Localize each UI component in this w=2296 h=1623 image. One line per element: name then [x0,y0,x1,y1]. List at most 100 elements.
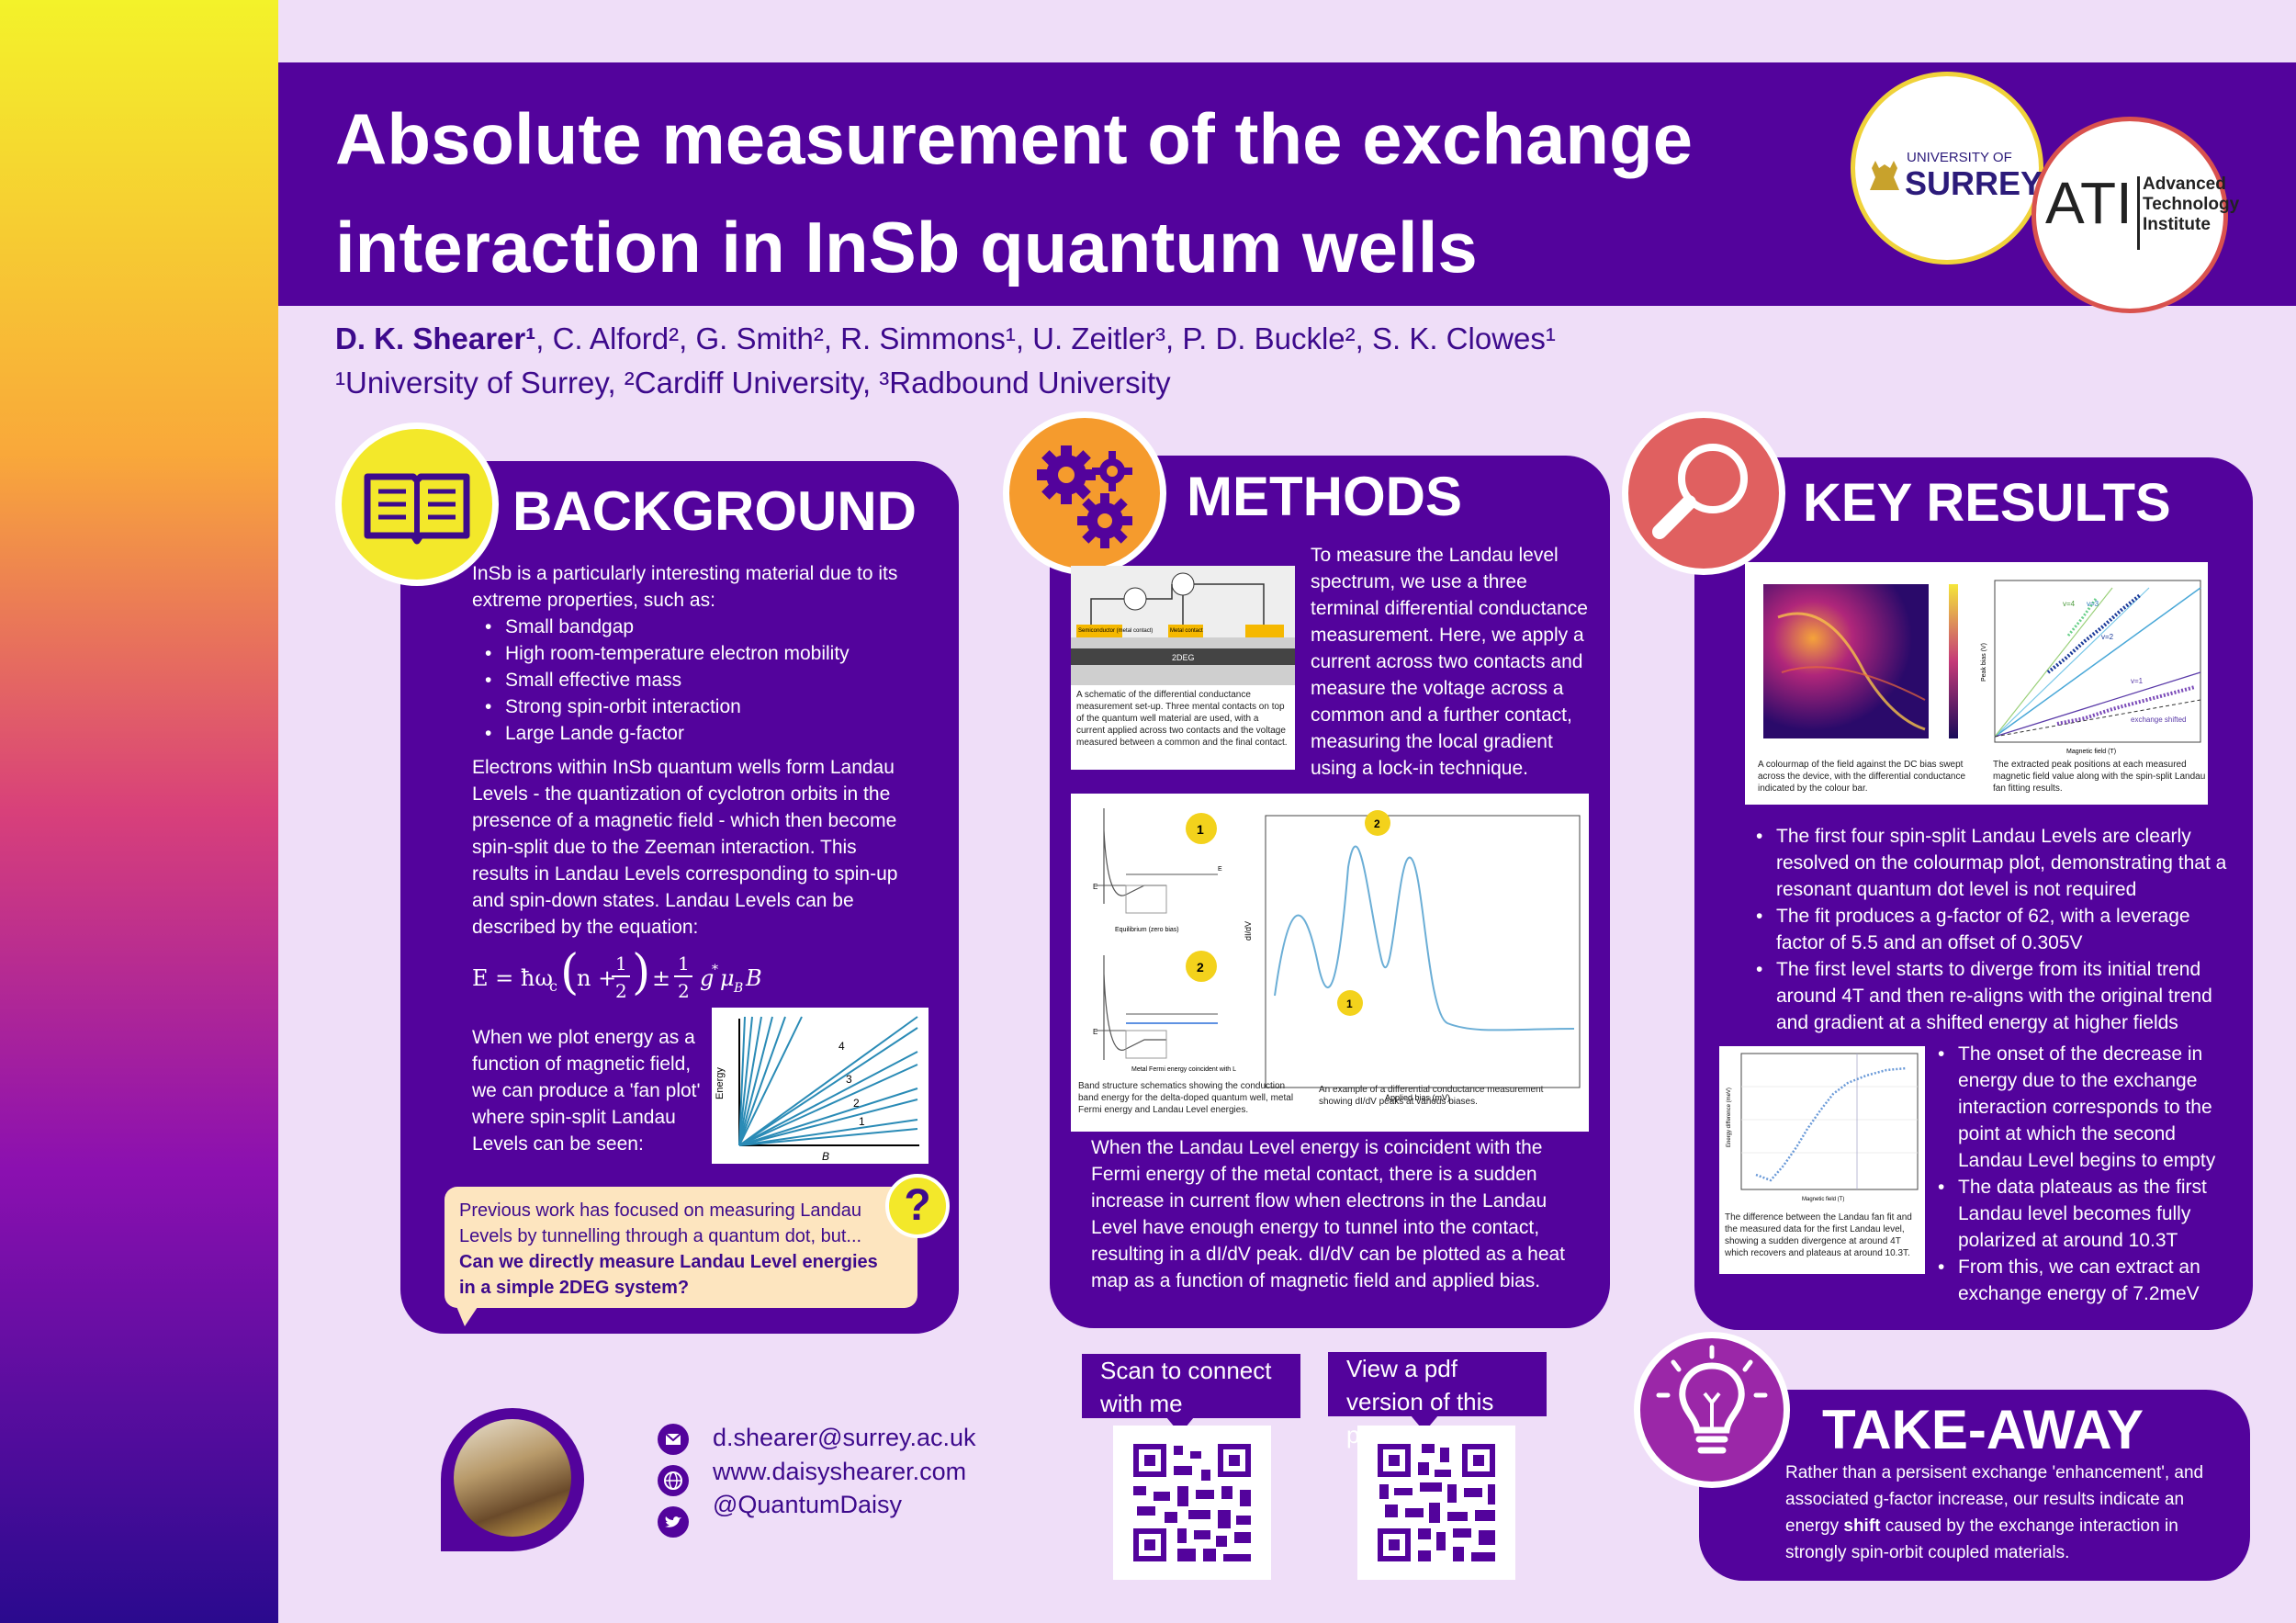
email-icon [658,1424,689,1455]
magnifier-icon [1622,411,1785,575]
lightbulb-icon [1634,1332,1790,1488]
svg-text:2DEG: 2DEG [1172,653,1195,662]
svg-text:±: ± [652,965,670,991]
question-callout: Previous work has focused on measuring L… [445,1187,917,1308]
difference-plot-figure: Energy difference (meV) Magnetic field (… [1719,1046,1925,1274]
qr-pdf-label: View a pdf version of this poster [1328,1352,1547,1448]
gears-icon [1003,411,1166,575]
svg-text:g: g [700,965,714,991]
qr-code-pdf[interactable] [1357,1426,1515,1580]
list-item: Small bandgap [485,614,913,640]
svg-text:n +: n + [577,965,616,991]
svg-text:v=4: v=4 [2063,600,2076,608]
question-icon: ? [885,1174,950,1238]
svg-text:1: 1 [615,952,627,975]
svg-text:E: E [1093,883,1097,891]
svg-text:dI/dV: dI/dV [1244,921,1253,941]
website-link[interactable]: www.daisyshearer.com [713,1458,967,1485]
results-bullets-2: The onset of the decrease in energy due … [1925,1041,2237,1307]
svg-text:E = ħω: E = ħω [472,965,553,991]
surrey-logo: UNIVERSITY OF SURREY [1851,72,2043,265]
svg-text:B: B [745,965,762,991]
fan-label: 1 [859,1115,865,1128]
svg-text:Magnetic field (T): Magnetic field (T) [1802,1197,1844,1202]
side-gradient-bar [0,0,278,1623]
svg-text:Energy difference (meV): Energy difference (meV) [1727,1088,1732,1147]
svg-text:2: 2 [678,980,690,1002]
svg-text:Metal Fermi energy coincident: Metal Fermi energy coincident with L [1131,1066,1236,1073]
svg-text:Metal contact: Metal contact [1170,628,1203,634]
fan-plot-text: When we plot energy as a function of mag… [472,1027,701,1155]
svg-text:E: E [1218,866,1222,873]
svg-text:1: 1 [678,952,690,975]
takeaway-heading: TAKE-AWAY [1822,1399,2144,1460]
authors-line: D. K. Shearer¹, C. Alford², G. Smith², R… [335,321,1556,355]
methods-heading: METHODS [1187,466,1462,527]
svg-text:*: * [712,963,718,977]
fan-plot-figure: 4 3 2 1 Energy B [712,1008,929,1164]
svg-text:2: 2 [1197,960,1204,975]
svg-text:Peak bias (V): Peak bias (V) [1981,643,1987,682]
book-icon [335,423,499,586]
methods-text-2: When the Landau Level energy is coincide… [1091,1137,1566,1291]
background-heading: BACKGROUND [512,480,917,542]
list-item: The fit produces a g-factor of 62, with … [1756,903,2230,956]
background-text: InSb is a particularly interesting mater… [472,560,913,941]
fan-label: 2 [853,1097,860,1110]
svg-text:(: ( [560,946,579,1000]
methods-text-1: To measure the Landau level spectrum, we… [1311,545,1588,779]
label-pointer [1411,1415,1438,1432]
svg-text:2: 2 [1374,817,1380,830]
svg-text:B: B [733,981,743,996]
fan-label: 4 [838,1040,845,1053]
list-item: The first four spin-split Landau Levels … [1756,823,2230,903]
svg-text:1: 1 [1346,997,1353,1010]
svg-text:E: E [1093,1028,1097,1036]
schematic-figure: Semiconductor (metal contact) Metal cont… [1071,566,1295,770]
svg-text:): ) [632,946,650,1000]
list-item: Small effective mass [485,667,913,693]
list-item: Strong spin-orbit interaction [485,693,913,720]
list-item: The first level starts to diverge from i… [1756,956,2230,1036]
svg-text:Magnetic field (T): Magnetic field (T) [2066,749,2116,755]
svg-text:c: c [549,977,557,995]
list-item: High room-temperature electron mobility [485,640,913,667]
svg-text:μ: μ [720,965,735,991]
fan-label: 3 [846,1073,852,1086]
svg-text:Equilibrium (zero bias): Equilibrium (zero bias) [1115,927,1179,933]
svg-text:v=1: v=1 [2131,677,2144,685]
twitter-icon [658,1506,689,1538]
poster-title: Absolute measurement of the exchange int… [335,98,1694,287]
svg-text:v=2: v=2 [2101,633,2114,641]
ati-logo: ATI Advanced Technology Institute [2032,117,2239,313]
globe-icon [658,1465,689,1496]
avatar [441,1408,584,1551]
qr-connect-label: Scan to connect with me [1082,1354,1300,1418]
email-link[interactable]: d.shearer@surrey.ac.uk [713,1424,976,1451]
affiliations: ¹University of Surrey, ²Cardiff Universi… [335,366,1171,400]
list-item: Large Lande g-factor [485,720,913,747]
property-list: Small bandgap High room-temperature elec… [472,614,913,747]
svg-text:Applied bias (mV): Applied bias (mV) [1385,1093,1450,1102]
takeaway-text: Rather than a persisent exchange 'enhanc… [1785,1463,2204,1562]
svg-text:2: 2 [615,980,627,1002]
callout-tail [456,1304,479,1326]
methods-plots-figure: E E Equilibrium (zero bias) E Metal Fermi… [1071,794,1589,1132]
results-heading: KEY RESULTS [1803,473,2171,533]
list-item: The data plateaus as the first Landau le… [1938,1174,2237,1254]
svg-text:Semiconductor (metal contact): Semiconductor (metal contact) [1078,628,1153,634]
twitter-handle[interactable]: @QuantumDaisy [713,1491,902,1518]
stag-icon [1870,161,1899,190]
takeaway-panel [1699,1390,2250,1581]
fan-xlabel: B [822,1150,829,1163]
svg-text:1: 1 [1197,822,1204,837]
list-item: The onset of the decrease in energy due … [1938,1041,2237,1174]
results-bullets-1: The first four spin-split Landau Levels … [1743,823,2230,1036]
svg-text:v=3: v=3 [2087,600,2099,608]
list-item: From this, we can extract an exchange en… [1938,1254,2237,1307]
qr-code-connect[interactable] [1113,1426,1271,1580]
fan-ylabel: Energy [715,1067,726,1099]
svg-text:exchange shifted: exchange shifted [2131,716,2187,724]
results-plots-figure: v=4 v=3 v=2 v=1 exchange shifted Peak bi… [1745,562,2208,805]
